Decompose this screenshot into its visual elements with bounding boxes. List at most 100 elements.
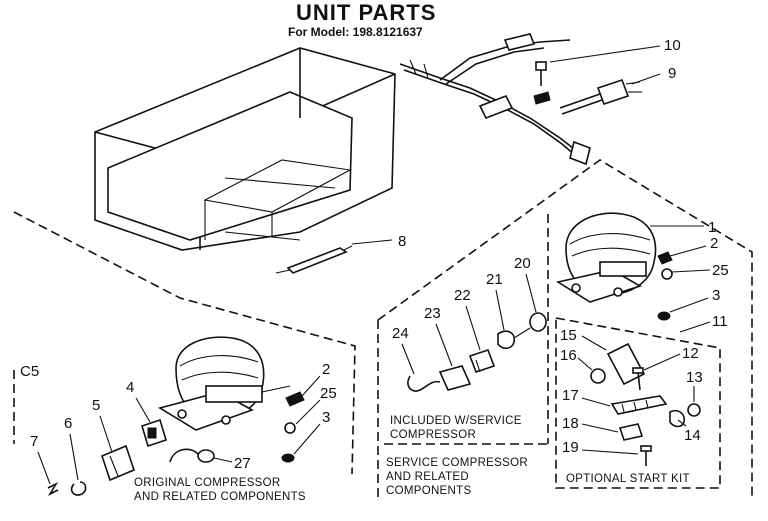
leader-11 [679,321,711,333]
service-compressor-part-1 [555,212,657,303]
callout-27: 27 [234,455,251,472]
clamp-part-16 [590,368,606,384]
callout-22: 22 [454,287,471,304]
screw-part-10 [533,61,551,105]
terminal-part-14 [669,409,686,428]
leader-2b [301,375,321,397]
caption-included-line1: INCLUDED W/SERVICE [390,415,522,427]
callout-19: 19 [562,439,579,456]
callout-3b: 3 [322,409,330,426]
callout-7: 7 [30,433,38,450]
callout-17: 17 [562,387,579,404]
callout-1: 1 [708,219,716,236]
caption-optional-start-kit: OPTIONAL START KIT [566,473,690,485]
leader-24 [401,343,415,375]
callout-23: 23 [424,305,441,322]
callout-10: 10 [664,37,681,54]
clip-part-3b [281,453,295,463]
caption-service-line3: COMPONENTS [386,485,471,497]
leader-12 [643,353,681,371]
clip-part-3a [657,311,671,321]
relay-cover-part-5 [101,444,135,482]
screw-part-12 [632,367,644,391]
overload-part-23 [438,365,472,391]
harness-part-17 [610,395,668,415]
capacitor-part-15 [606,342,646,386]
caption-included-line2: COMPRESSOR [390,429,476,441]
callout-24: 24 [392,325,409,342]
relay-part-13 [687,403,701,417]
leader-17 [581,397,611,407]
callout-4: 4 [126,379,134,396]
page-title: UNIT PARTS [296,0,436,25]
caption-original-line1: ORIGINAL COMPRESSOR [134,477,281,489]
grommet-part-25b [284,422,296,434]
callout-9: 9 [668,65,676,82]
page-code: C5 [20,363,39,380]
leader-7 [37,451,51,485]
callout-25a: 25 [712,262,729,279]
plug-part-9 [559,78,642,115]
caption-service-line2: AND RELATED [386,471,469,483]
callout-5: 5 [92,397,100,414]
relay-part-22 [468,348,496,374]
leader-6 [69,433,79,481]
leader-3a [669,297,709,313]
terminal-cover-part-21 [497,330,516,350]
leader-10 [549,45,661,63]
model-number: For Model: 198.8121637 [288,25,423,39]
leader-23 [435,323,453,367]
grommet-part-25a [661,268,673,280]
callout-21: 21 [486,271,503,288]
clip-part-6 [70,481,87,496]
callout-25b: 25 [320,385,337,402]
caption-service-line1: SERVICE COMPRESSOR [386,457,528,469]
callout-14: 14 [684,427,701,444]
callout-20: 20 [514,255,531,272]
callout-2b: 2 [322,361,330,378]
leader-18 [581,423,619,433]
leader-27 [213,457,233,463]
clip-part-24 [407,375,441,392]
callout-15: 15 [560,327,577,344]
unit-compartment-illustration [94,47,396,251]
wire-part-27 [169,448,215,463]
callout-11: 11 [712,313,728,330]
bracket-part-18 [618,423,644,441]
callout-3a: 3 [712,287,720,304]
leader-22 [465,305,481,351]
leader-4 [135,397,151,423]
callout-8: 8 [398,233,406,250]
leader-20 [525,273,537,313]
callout-18: 18 [562,415,579,432]
bracket-part-2b [285,391,305,407]
wiring-harness-illustration [399,33,591,166]
callout-13: 13 [686,369,703,386]
wire-part-7 [47,482,59,496]
drier-part-8 [275,239,393,274]
leader-2a [669,245,707,257]
leader-15 [581,335,607,351]
leader-9 [631,73,661,85]
callout-6: 6 [64,415,72,432]
leader-21 [495,289,505,331]
callout-16: 16 [560,347,577,364]
leader-25a [671,269,711,273]
cap-part-20 [513,312,547,339]
leader-19 [581,449,639,455]
leader-16 [577,357,593,371]
original-components-outline [13,211,356,475]
relay-part-4 [141,418,167,448]
callout-12: 12 [682,345,699,362]
leader-3b [293,423,321,455]
bracket-part-2a [657,251,673,265]
caption-original-line2: AND RELATED COMPONENTS [134,491,306,503]
original-compressor [157,336,291,431]
screw-part-19 [640,445,652,466]
leader-25b [295,399,321,425]
leader-14 [677,419,687,427]
leader-5 [99,415,113,453]
callout-2a: 2 [710,235,718,252]
